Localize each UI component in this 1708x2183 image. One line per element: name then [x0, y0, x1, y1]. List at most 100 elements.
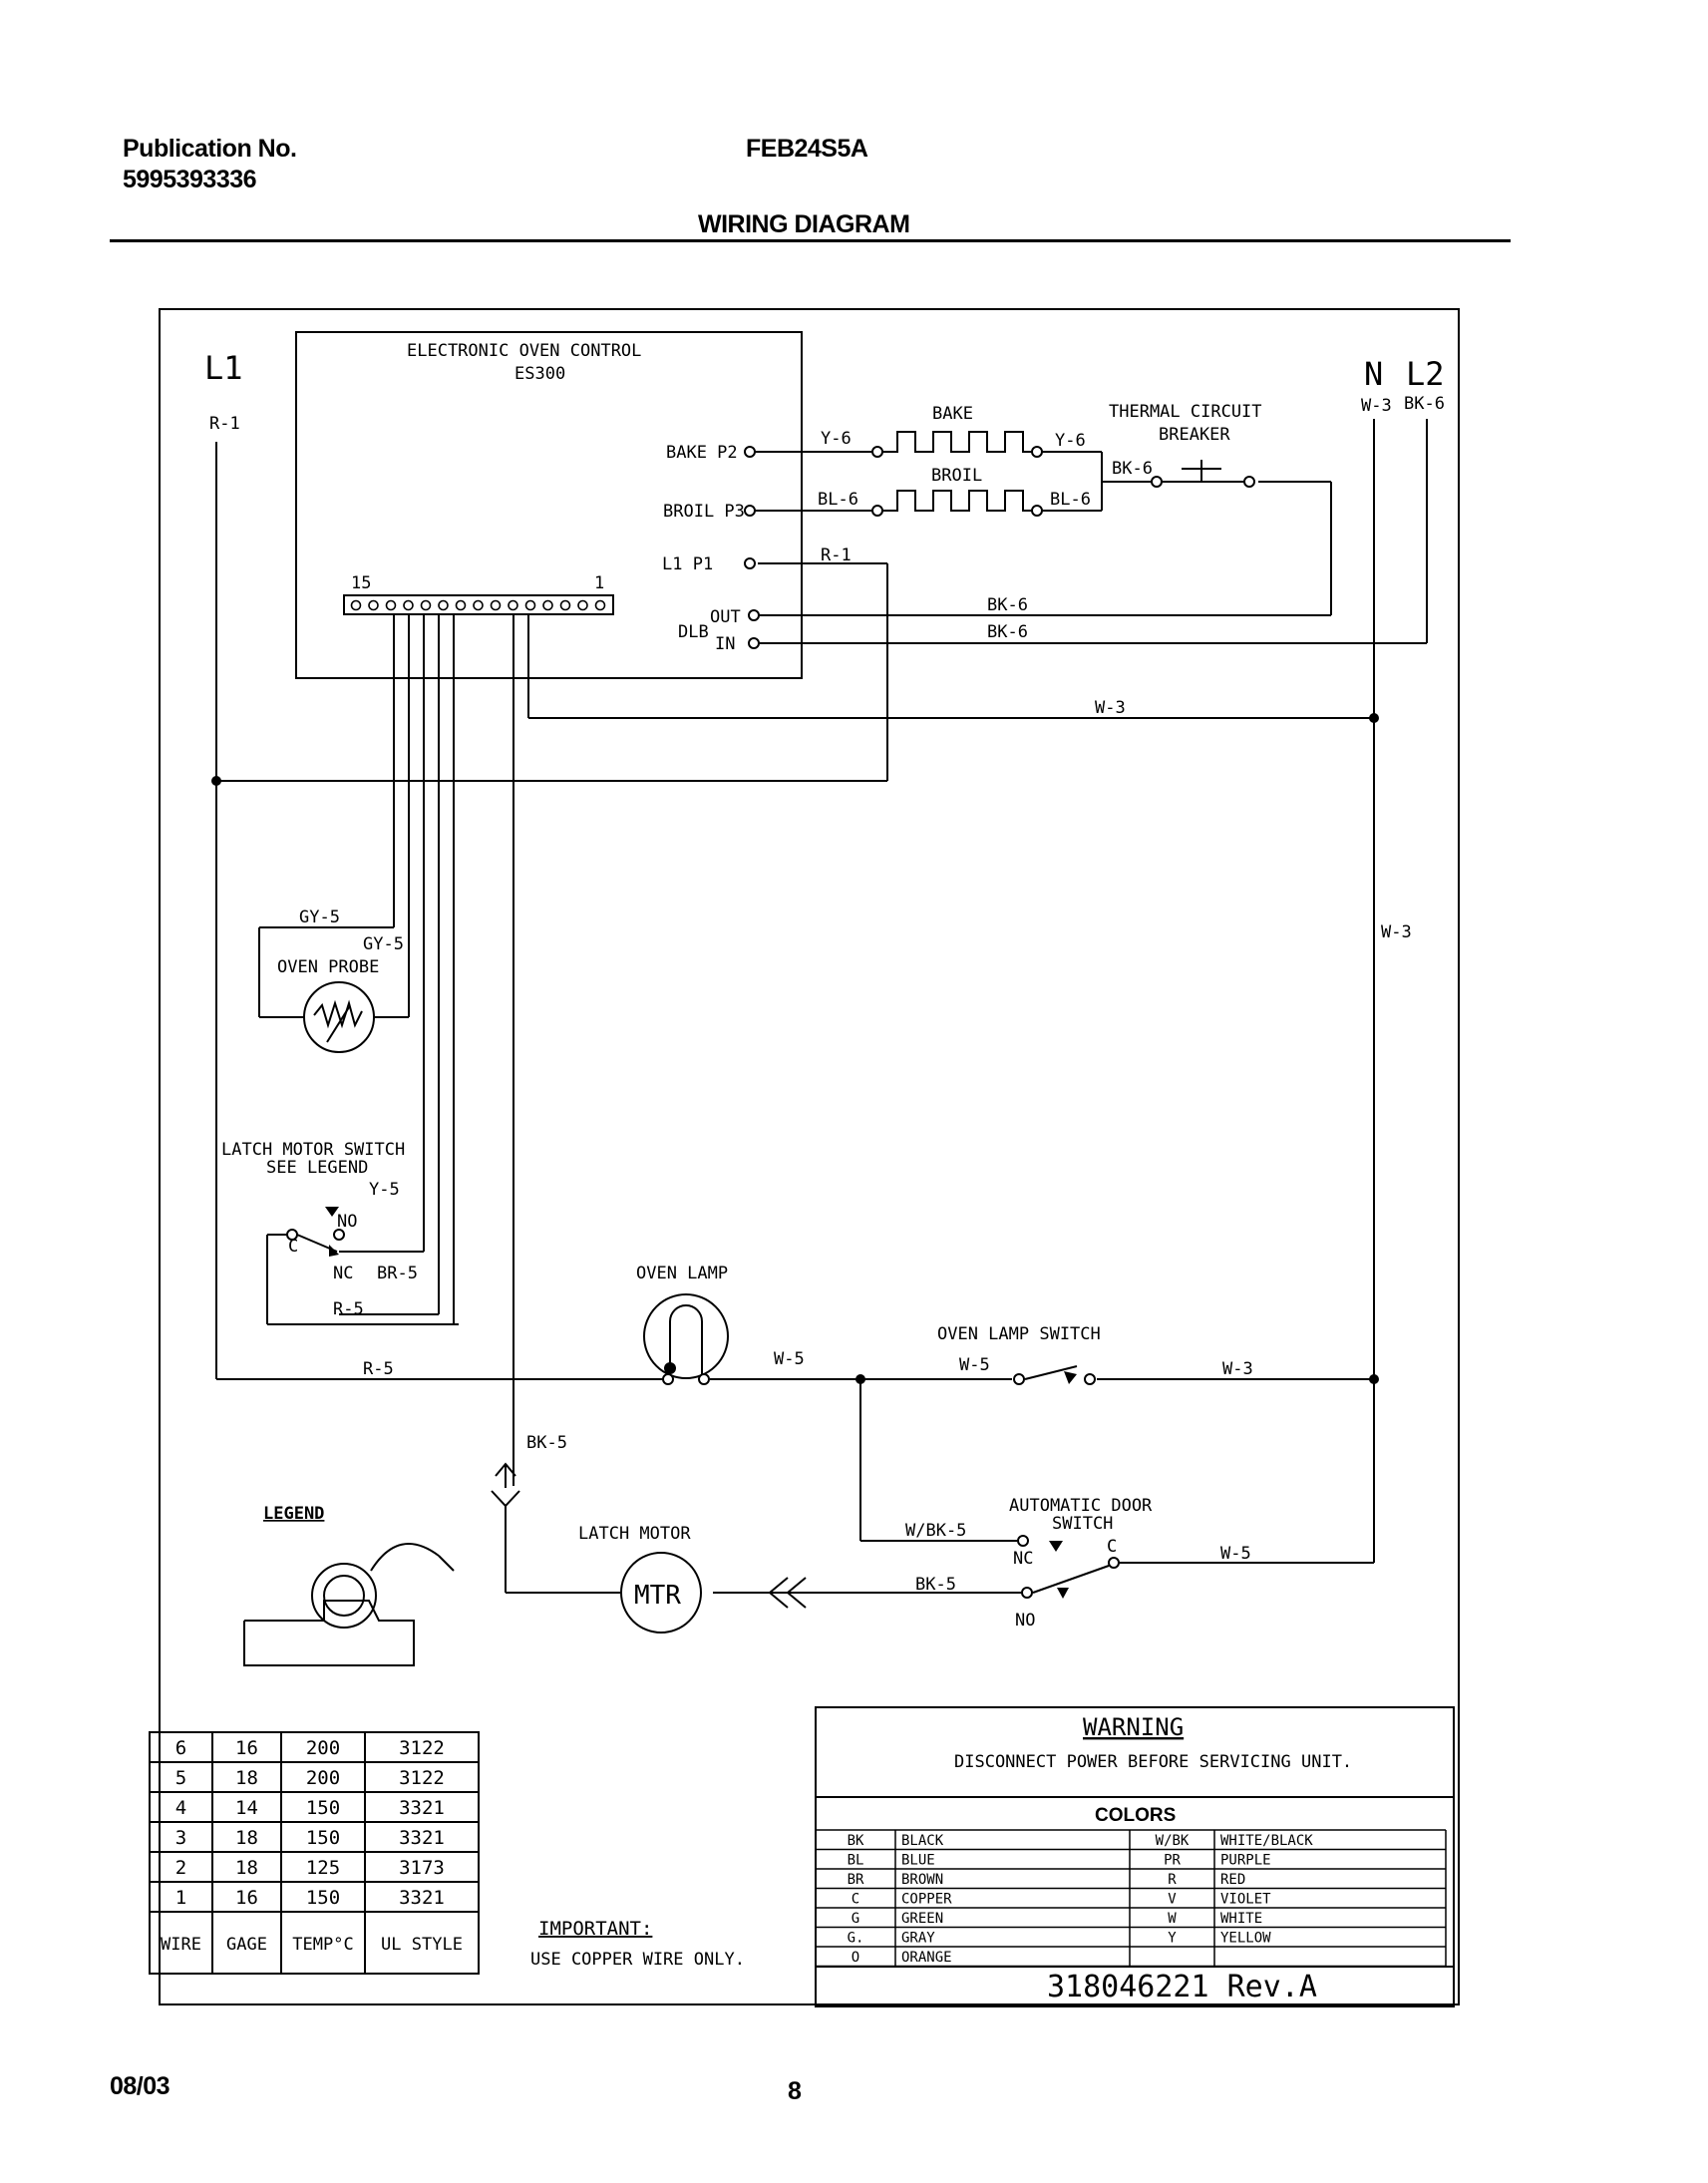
colors-cell: G — [852, 1911, 859, 1927]
door-nc-label: NC — [1013, 1549, 1033, 1569]
latch-switch-legend-label: SEE LEGEND — [266, 1158, 368, 1178]
door-switch-label: AUTOMATIC DOOR — [1009, 1496, 1153, 1516]
wire-r1-label: R-1 — [209, 414, 240, 434]
in-label: IN — [715, 634, 735, 654]
wire-gy5-label: GY-5 — [299, 908, 340, 927]
wire-bk6-l2-label: BK-6 — [1404, 394, 1445, 414]
wire-gy5-label-2: GY-5 — [363, 934, 404, 954]
warning-title: WARNING — [1083, 1713, 1184, 1741]
colors-cell: BLACK — [901, 1833, 944, 1849]
oven-probe-label: OVEN PROBE — [277, 957, 379, 977]
control-connector — [343, 594, 614, 615]
colors-cell: GRAY — [901, 1931, 935, 1947]
part-number: 318046221 Rev.A — [1047, 1970, 1317, 2004]
wire-table-cell: 200 — [306, 1767, 340, 1789]
connector-pin — [385, 599, 397, 611]
connector-pin — [559, 599, 571, 611]
wire-table-cell: 4 — [175, 1797, 186, 1819]
important-title: IMPORTANT: — [538, 1918, 652, 1940]
colors-cell: G. — [848, 1931, 864, 1947]
diagram-frame — [159, 308, 1460, 2005]
wire-w3-lamp-label: W-3 — [1222, 1359, 1253, 1379]
junction-dots — [211, 713, 1379, 1599]
colors-cell: PR — [1164, 1853, 1181, 1869]
wire-table-cell: 125 — [306, 1857, 340, 1879]
header-rule — [110, 239, 1511, 242]
wire-w3-n-label: W-3 — [1361, 396, 1392, 416]
door-c-label: C — [1107, 1537, 1117, 1557]
wire-w5-door-label: W-5 — [1220, 1544, 1251, 1564]
wire-table-cell: 3321 — [399, 1797, 445, 1819]
page-number: 8 — [788, 2077, 802, 2105]
wire-table-cell: 200 — [306, 1737, 340, 1759]
connector-pin — [508, 599, 518, 611]
colors-cell: BROWN — [901, 1872, 943, 1888]
wire-table-cell: 3122 — [399, 1737, 445, 1759]
colors-cell: BLUE — [901, 1853, 935, 1869]
colors-cell: YELLOW — [1220, 1931, 1271, 1947]
latch-no-label: NO — [337, 1212, 357, 1232]
wire-y6-label: Y-6 — [821, 429, 852, 449]
latch-motor-label: LATCH MOTOR — [578, 1524, 691, 1544]
connector-pins — [350, 599, 606, 611]
wire-bl6-label-2: BL-6 — [1050, 490, 1091, 510]
connector-pin — [473, 599, 484, 611]
control-box — [295, 331, 803, 679]
colors-cell: Y — [1168, 1931, 1177, 1947]
wire-table-cell: 6 — [175, 1737, 186, 1759]
broil-pin-label: BROIL P3 — [663, 502, 745, 522]
colors-cell: BR — [848, 1872, 864, 1888]
important-text: USE COPPER WIRE ONLY. — [530, 1950, 745, 1970]
colors-cell: W/BK — [1156, 1833, 1190, 1849]
control-model: ES300 — [514, 364, 565, 384]
l1-pin-label: L1 P1 — [662, 554, 713, 574]
colors-cell: WHITE/BLACK — [1220, 1833, 1313, 1849]
colors-cell: RED — [1220, 1872, 1245, 1888]
broil-label: BROIL — [931, 466, 982, 486]
bake-label: BAKE — [932, 404, 973, 424]
wiring — [215, 419, 1428, 1666]
control-title: ELECTRONIC OVEN CONTROL — [407, 341, 641, 361]
colors-cell: R — [1168, 1872, 1177, 1888]
connector-pin — [594, 599, 606, 611]
latch-c-label: C — [288, 1237, 298, 1257]
wire-table-header: UL STYLE — [381, 1935, 463, 1955]
publication-label: Publication No. — [123, 135, 297, 163]
connector-pin — [490, 599, 502, 611]
colors-cell: BK — [848, 1833, 864, 1849]
wire-w3-n-mid-label: W-3 — [1381, 922, 1412, 942]
wire-table-cell: 16 — [235, 1887, 258, 1909]
wire-bl6-label: BL-6 — [818, 490, 858, 510]
connector-pin — [368, 599, 379, 611]
wire-table-cell: 3173 — [399, 1857, 445, 1879]
wire-bk5-motor-label: BK-5 — [915, 1575, 956, 1595]
colors-cell: WHITE — [1220, 1911, 1262, 1927]
wire-br5-label: BR-5 — [377, 1264, 418, 1283]
wire-wbk5-label: W/BK-5 — [905, 1521, 966, 1541]
colors-cell: ORANGE — [901, 1950, 952, 1966]
wire-table-cell: 150 — [306, 1797, 340, 1819]
connector-15-label: 15 — [351, 573, 371, 593]
latch-nc-label: NC — [333, 1264, 353, 1283]
wire-table-cell: 16 — [235, 1737, 258, 1759]
wire-table-cell: 14 — [235, 1797, 258, 1819]
connector-pin — [350, 599, 362, 611]
wire-table-cell: 3321 — [399, 1887, 445, 1909]
wire-r5-label: R-5 — [333, 1299, 364, 1319]
wire-bk6-in-label: BK-6 — [987, 622, 1028, 642]
publication-number: 5995393336 — [123, 166, 257, 193]
connector-pin — [438, 599, 449, 611]
colors-cell: V — [1168, 1892, 1177, 1908]
wire-table-cell: 3321 — [399, 1827, 445, 1849]
connector-pin — [420, 599, 432, 611]
wire-table-cell: 18 — [235, 1827, 258, 1849]
connector-pin — [577, 599, 588, 611]
wire-table-cell: 3122 — [399, 1767, 445, 1789]
bake-pin-label: BAKE P2 — [666, 443, 738, 463]
wire-w3-label: W-3 — [1095, 698, 1126, 718]
door-switch-label-2: SWITCH — [1052, 1514, 1113, 1534]
wire-table-cell: 150 — [306, 1827, 340, 1849]
